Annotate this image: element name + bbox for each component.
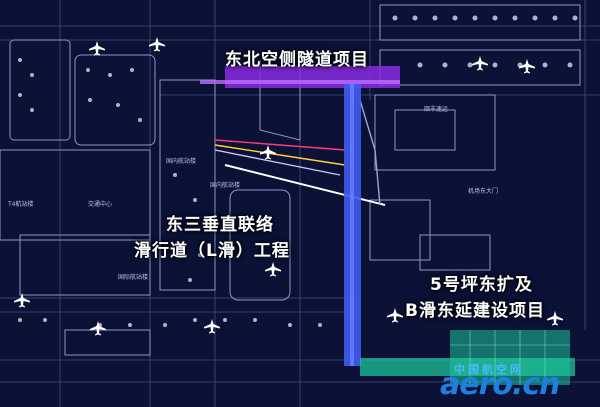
label-t4: T4航站楼 <box>8 201 34 208</box>
project-apron5-line1: 5号坪东扩及 <box>430 275 533 295</box>
label-domestic-terminal-1: 国内航站楼 <box>166 158 197 165</box>
label-international-terminal: 国际航站楼 <box>118 274 149 281</box>
label-airport-east-gate: 机场东大门 <box>468 188 499 195</box>
watermark-cn: 中国航空网 <box>454 363 524 376</box>
label-transport-center: 交通中心 <box>88 201 113 208</box>
label-sf-express: 顺丰速运 <box>424 106 449 113</box>
apron-grid <box>450 330 570 385</box>
aircraft-icons <box>14 37 563 336</box>
project-northeast-tunnel: 东北空侧隧道项目 <box>225 50 369 70</box>
terminal-buildings <box>0 4 581 356</box>
parking-stands <box>18 15 578 327</box>
taxiway-strip-core <box>350 84 354 366</box>
label-domestic-terminal-2: 国内航站楼 <box>210 182 241 189</box>
project-east-taxiway-line2: 滑行道（L滑）工程 <box>134 241 290 261</box>
watermark-en: aero.cn <box>440 367 561 402</box>
project-east-taxiway-line1: 东三垂直联络 <box>166 215 274 235</box>
apron-zone-strip <box>360 358 575 376</box>
project-apron5-line2: B滑东延建设项目 <box>405 301 545 321</box>
tunnel-band-edge <box>200 80 400 84</box>
watermark: 中国航空网 aero.cn <box>436 361 596 402</box>
